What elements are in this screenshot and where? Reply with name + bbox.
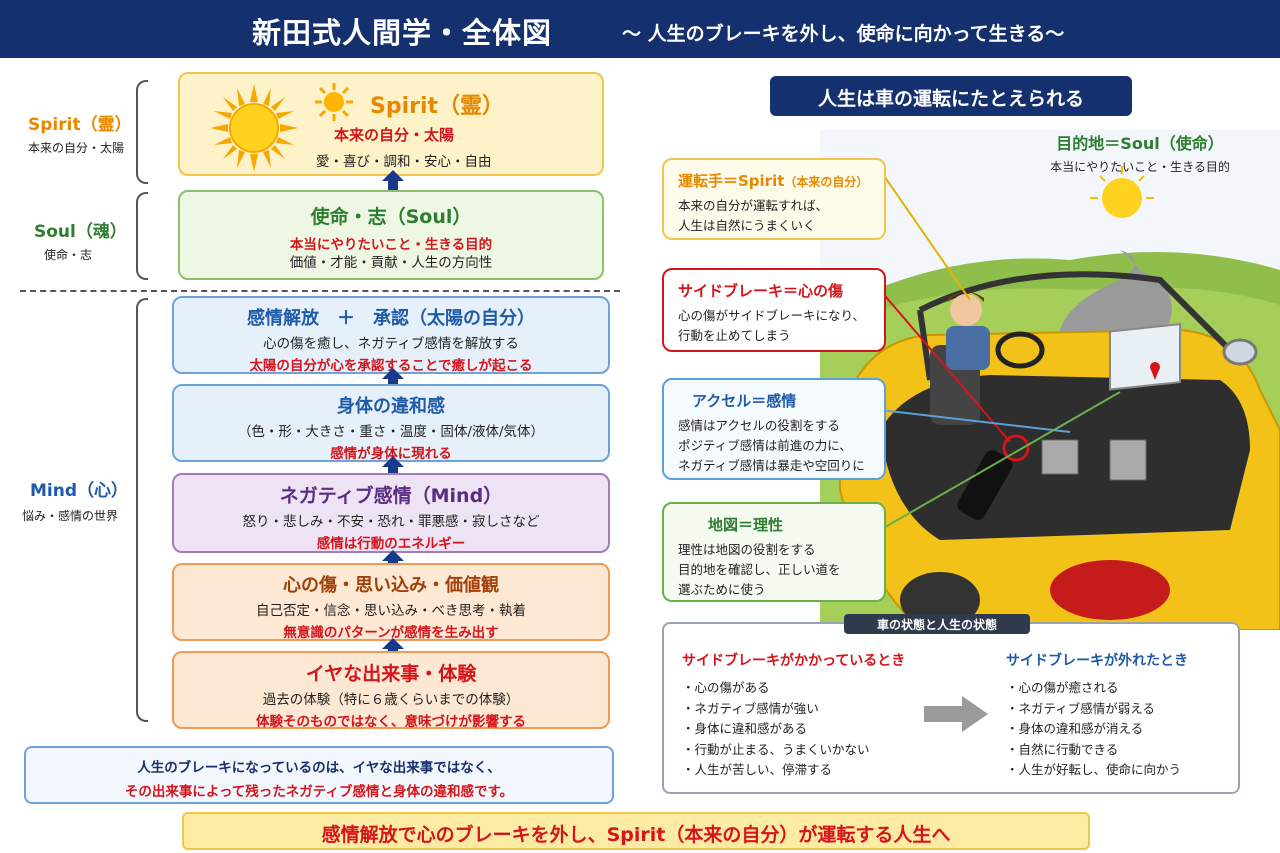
comparison-right-item: ・身体の違和感が消える: [1006, 721, 1144, 736]
level-soul: 使命・志（Soul） 本当にやりたいこと・生きる目的 価値・才能・貢献・人生の方…: [178, 190, 604, 280]
side-label-soul-sub: 使命・志: [44, 248, 93, 262]
side-label-spirit-sub: 本来の自分・太陽: [28, 141, 125, 155]
analogy-banner: 人生は車の運転にたとえられる: [770, 76, 1132, 116]
release-line1: 心の傷を癒し、ネガティブ感情を解放する: [263, 336, 519, 352]
negative-title: ネガティブ感情（Mind）: [279, 485, 503, 507]
soul-title: 使命・志（Soul）: [310, 206, 472, 228]
wounds-title: 心の傷・思い込み・価値観: [283, 575, 499, 596]
side-label-spirit-title: Spirit（霊）: [28, 115, 132, 135]
body-line2: 感情が身体に現れる: [330, 446, 452, 462]
release-line2: 太陽の自分が心を承認することで癒しが起こる: [249, 358, 533, 374]
comparison-right: サイドブレーキが外れたとき ・心の傷が癒される ・ネガティブ感情が弱える ・身体…: [1006, 650, 1188, 781]
callout-accelerator-line2: ポジティブ感情は前進の力に、: [678, 438, 852, 453]
comparison-right-title: サイドブレーキが外れたとき: [1006, 653, 1188, 669]
callout-driver-title-small: （本来の自分）: [784, 175, 869, 189]
callout-map-title: 地図＝理性: [708, 516, 784, 534]
note-box: 人生のブレーキになっているのは、イヤな出来事ではなく、 その出来事によって残った…: [24, 746, 614, 804]
callout-side-brake-title: サイドブレーキ＝心の傷: [678, 282, 844, 300]
callout-map-line3: 選ぶために使う: [678, 582, 766, 597]
note-line1: 人生のブレーキになっているのは、イヤな出来事ではなく、: [137, 760, 501, 776]
page-subtitle: 〜 人生のブレーキを外し、使命に向かって生きる〜: [622, 23, 1065, 45]
callout-map: 地図＝理性 理性は地図の役割をする 目的地を確認し、正しい道を 選ぶために使う: [662, 502, 886, 602]
destination-title: 目的地＝Soul（使命）: [1056, 134, 1224, 153]
footer-text: 感情解放で心のブレーキを外し、Spirit（本来の自分）が運転する人生へ: [321, 824, 951, 846]
footer-banner: 感情解放で心のブレーキを外し、Spirit（本来の自分）が運転する人生へ: [182, 812, 1090, 850]
callout-side-brake-line1: 心の傷がサイドブレーキになり、: [678, 308, 866, 323]
level-body: 身体の違和感 （色・形・大きさ・重さ・温度・固体/液体/気体） 感情が身体に現れ…: [172, 384, 610, 462]
spirit-title: Spirit（霊）: [370, 94, 505, 119]
spirit-brace: [136, 80, 148, 184]
callout-side-brake-line2: 行動を止めてしまう: [678, 328, 791, 343]
events-line2: 体験そのものではなく、意味づけが影響する: [256, 714, 526, 730]
arrow-up-icon: [382, 368, 404, 388]
callout-accelerator-title: アクセル＝感情: [692, 392, 797, 410]
level-spirit: Spirit（霊） 本来の自分・太陽 愛・喜び・調和・安心・自由: [178, 72, 604, 176]
callout-side-brake: サイドブレーキ＝心の傷 心の傷がサイドブレーキになり、 行動を止めてしまう: [662, 268, 886, 352]
comparison-right-item: ・自然に行動できる: [1006, 741, 1119, 757]
negative-line2: 感情は行動のエネルギー: [316, 536, 466, 552]
destination-sun-icon: [1090, 166, 1154, 218]
side-label-soul-title: Soul（魂）: [34, 222, 127, 242]
callout-accelerator-line3: ネガティブ感情は暴走や空回りに: [678, 458, 865, 473]
comparison-left-item: ・身体に違和感がある: [682, 721, 808, 736]
callout-map-line1: 理性は地図の役割をする: [678, 542, 816, 557]
arrow-up-icon: [382, 170, 404, 190]
callout-driver: 運転手＝Spirit（本来の自分） 本来の自分が運転すれば、 人生は自然にうまく…: [662, 158, 886, 240]
side-label-mind-title: Mind（心）: [30, 481, 129, 501]
comparison-left-item: ・行動が止まる、うまくいかない: [682, 741, 870, 757]
wounds-line2: 無意識のパターンが感情を生み出す: [283, 625, 499, 641]
destination-label: 目的地＝Soul（使命） 本当にやりたいこと・生きる目的: [1040, 130, 1240, 175]
level-events: イヤな出来事・体験 過去の体験（特に６歳くらいまでの体験） 体験そのものではなく…: [172, 651, 610, 730]
side-label-soul: Soul（魂） 使命・志: [34, 217, 127, 263]
side-label-spirit: Spirit（霊） 本来の自分・太陽: [28, 110, 132, 156]
comparison-left-title: サイドブレーキがかかっているとき: [682, 653, 906, 669]
soul-brace: [136, 192, 148, 280]
negative-line1: 怒り・悲しみ・不安・恐れ・罪悪感・寂しさなど: [242, 514, 540, 530]
level-negative: ネガティブ感情（Mind） 怒り・悲しみ・不安・恐れ・罪悪感・寂しさなど 感情は…: [172, 473, 610, 553]
comparison-tab: 車の状態と人生の状態: [844, 614, 1030, 634]
mind-brace: [136, 298, 148, 722]
release-title: 感情解放 ＋ 承認（太陽の自分）: [247, 308, 535, 329]
comparison-left-item: ・人生が苦しい、停滞する: [682, 762, 833, 777]
spirit-line1: 本来の自分・太陽: [334, 126, 455, 144]
body-title: 身体の違和感: [337, 396, 445, 417]
callout-accelerator-line1: 感情はアクセルの役割をする: [678, 418, 840, 433]
callout-accelerator: アクセル＝感情 感情はアクセルの役割をする ポジティブ感情は前進の力に、 ネガテ…: [662, 378, 886, 480]
large-sun-icon: [210, 84, 298, 172]
level-wounds: 心の傷・思い込み・価値観 自己否定・信念・思い込み・べき思考・執着 無意識のパタ…: [172, 563, 610, 641]
comparison-tab-text: 車の状態と人生の状態: [876, 618, 997, 632]
comparison-right-item: ・心の傷が癒される: [1006, 680, 1119, 695]
soul-line1: 本当にやりたいこと・生きる目的: [289, 237, 493, 253]
body-line1: （色・形・大きさ・重さ・温度・固体/液体/気体）: [237, 424, 545, 440]
page-title: 新田式人間学・全体図: [252, 16, 553, 50]
comparison-left: サイドブレーキがかかっているとき ・心の傷がある ・ネガティブ感情が強い ・身体…: [682, 650, 905, 781]
arrow-right-icon: [924, 696, 988, 732]
arrow-up-icon: [382, 456, 404, 476]
comparison-left-item: ・ネガティブ感情が強い: [682, 700, 819, 716]
note-line2: その出来事によって残ったネガティブ感情と身体の違和感です。: [124, 784, 514, 800]
wounds-line1: 自己否定・信念・思い込み・べき思考・執着: [256, 603, 526, 619]
callout-map-line2: 目的地を確認し、正しい道を: [678, 562, 841, 577]
side-label-mind: Mind（心） 悩み・感情の世界: [22, 476, 128, 524]
events-title: イヤな出来事・体験: [305, 663, 477, 685]
spirit-line2: 愛・喜び・調和・安心・自由: [316, 154, 492, 170]
analogy-banner-text: 人生は車の運転にたとえられる: [817, 88, 1084, 110]
destination-sub: 本当にやりたいこと・生きる目的: [1050, 160, 1230, 174]
comparison-left-item: ・心の傷がある: [682, 680, 770, 695]
comparison-panel: 車の状態と人生の状態 サイドブレーキがかかっているとき ・心の傷がある ・ネガテ…: [662, 614, 1240, 794]
soul-line2: 価値・才能・貢献・人生の方向性: [289, 255, 493, 271]
events-line1: 過去の体験（特に６歳くらいまでの体験）: [262, 692, 520, 708]
divider-line: [20, 290, 620, 292]
small-sun-icon: [315, 83, 353, 121]
comparison-right-item: ・ネガティブ感情が弱える: [1006, 700, 1155, 716]
comparison-right-item: ・人生が好転し、使命に向かう: [1006, 762, 1182, 777]
callout-driver-line2: 人生は自然にうまくいく: [678, 218, 816, 233]
callout-driver-line1: 本来の自分が運転すれば、: [678, 198, 829, 213]
callout-driver-title: 運転手＝Spirit: [678, 172, 785, 190]
car-illustration: [820, 130, 1280, 630]
side-label-mind-sub: 悩み・感情の世界: [22, 509, 119, 523]
level-release: 感情解放 ＋ 承認（太陽の自分） 心の傷を癒し、ネガティブ感情を解放する 太陽の…: [172, 296, 610, 374]
header-bar: 新田式人間学・全体図 〜 人生のブレーキを外し、使命に向かって生きる〜: [0, 0, 1280, 58]
